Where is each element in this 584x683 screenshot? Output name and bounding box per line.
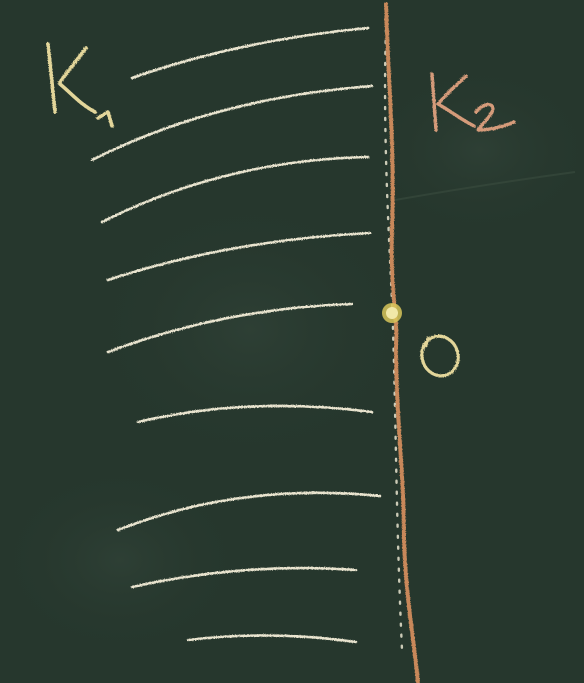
label-k2: K2 [430,79,502,144]
hatch-stroke [100,155,370,224]
hatch-stroke [106,302,354,354]
faint-erased-line [394,171,576,201]
point-marker [382,303,402,323]
label-point-o: O [424,336,459,387]
hatch-stroke [116,491,382,532]
label-k1: K1 [50,54,133,128]
dotted-boundary [383,28,404,652]
hatch-stroke [90,84,374,162]
hatch-strokes [90,26,382,644]
hatch-stroke [136,404,374,424]
boundary-line [384,2,420,683]
label-k2-glyph [430,72,516,132]
hatch-stroke [130,26,370,80]
hatch-stroke [186,634,358,644]
label-o-glyph [420,334,460,378]
label-k1-glyph [46,42,114,128]
hatch-stroke [130,566,358,589]
eraser-smudge [0,460,250,660]
eraser-smudge [80,190,420,470]
eraser-smudge [360,60,584,240]
hatch-stroke [106,231,372,282]
